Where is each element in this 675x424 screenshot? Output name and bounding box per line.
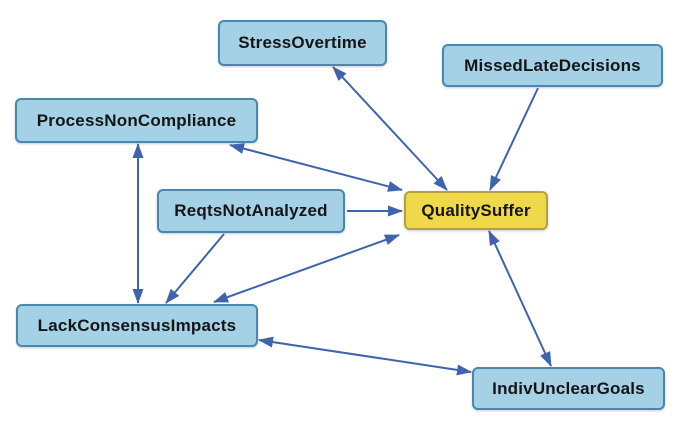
node-quality-suffer[interactable]: QualitySuffer (404, 191, 548, 230)
edge-missed-late-decisions-to-quality-suffer (489, 87, 539, 191)
node-lack-consensus-impacts[interactable]: LackConsensusImpacts (16, 304, 258, 347)
node-missed-late-decisions[interactable]: MissedLateDecisions (442, 44, 663, 87)
node-label: MissedLateDecisions (464, 55, 641, 75)
node-process-non-compliance[interactable]: ProcessNonCompliance (15, 98, 258, 143)
edge-lack-consensus-impacts-to-indiv-unclear-goals (258, 336, 472, 376)
edge-quality-suffer-to-indiv-unclear-goals (488, 230, 552, 367)
node-label: IndivUnclearGoals (492, 378, 645, 398)
node-label: LackConsensusImpacts (37, 315, 237, 335)
node-indiv-unclear-goals[interactable]: IndivUnclearGoals (472, 367, 665, 410)
edge-stress-overtime-to-quality-suffer (332, 66, 448, 191)
node-label: ProcessNonCompliance (36, 110, 237, 130)
node-stress-overtime[interactable]: StressOvertime (218, 20, 387, 66)
node-label: QualitySuffer (421, 200, 531, 220)
edge-quality-suffer-to-lack-consensus-impacts (213, 234, 400, 303)
edge-reqts-not-analyzed-to-lack-consensus-impacts (165, 233, 225, 304)
node-label: StressOvertime (238, 33, 367, 52)
node-reqts-not-analyzed[interactable]: ReqtsNotAnalyzed (157, 189, 345, 233)
node-label: ReqtsNotAnalyzed (174, 201, 328, 220)
edge-process-non-compliance-to-quality-suffer (229, 143, 403, 192)
